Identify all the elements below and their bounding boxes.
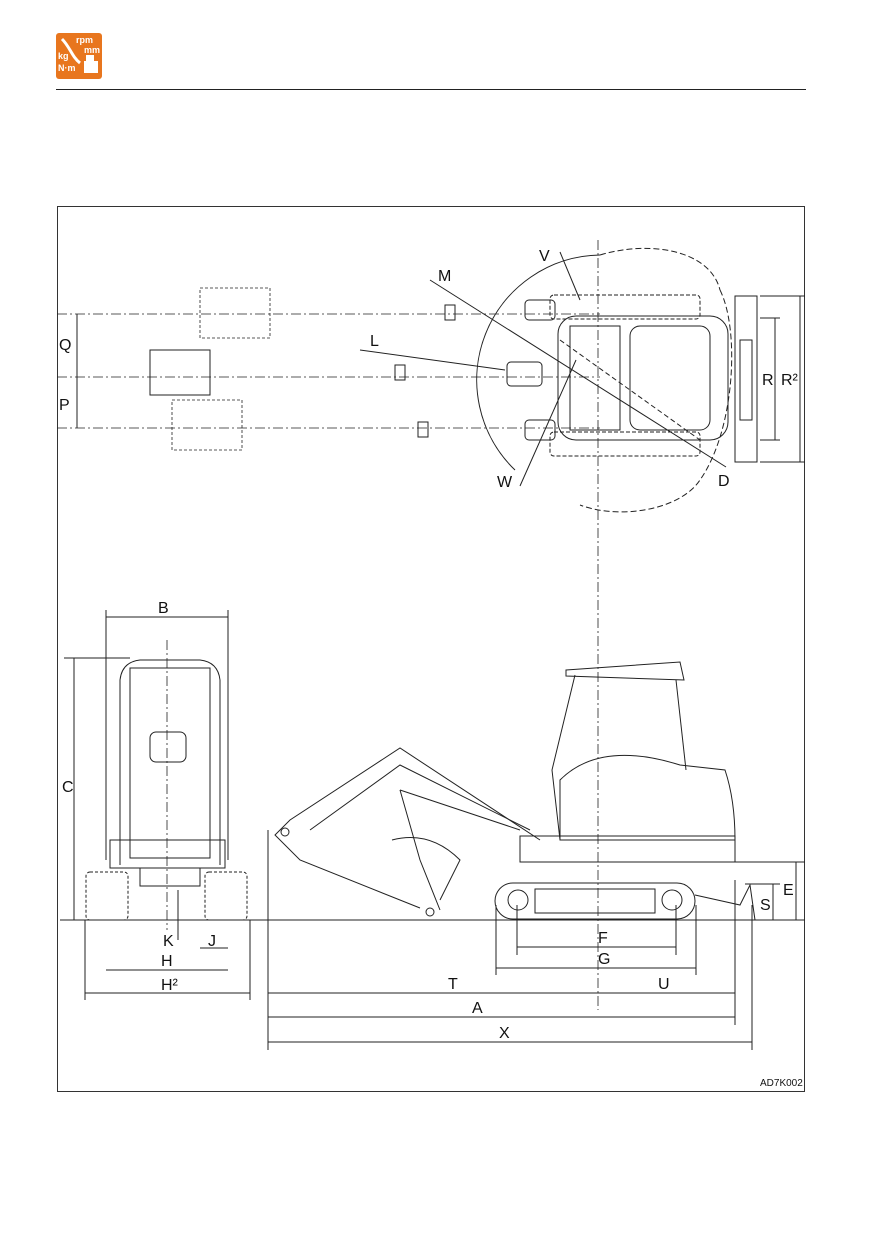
label-d: D: [718, 473, 730, 490]
label-v: V: [539, 248, 550, 265]
label-h: H: [161, 953, 173, 970]
front-view: [64, 610, 250, 1000]
label-f: F: [598, 930, 608, 947]
label-r2: R²: [781, 372, 799, 389]
label-c: C: [62, 779, 74, 796]
label-k: K: [163, 933, 174, 950]
top-view: [57, 240, 805, 1010]
side-view: [268, 662, 805, 1050]
label-r: R: [762, 372, 774, 389]
label-j: J: [208, 933, 216, 950]
label-b: B: [158, 600, 169, 617]
label-e: E: [783, 882, 794, 899]
label-q: Q: [59, 337, 71, 354]
label-m: M: [438, 268, 451, 285]
label-u: U: [658, 976, 670, 993]
label-g: G: [598, 951, 610, 968]
label-a: A: [472, 1000, 483, 1017]
label-x: X: [499, 1025, 510, 1042]
label-s: S: [760, 897, 771, 914]
label-l: L: [370, 333, 379, 350]
label-t: T: [448, 976, 458, 993]
label-p: P: [59, 397, 70, 414]
label-w: W: [497, 474, 513, 491]
label-h2: H²: [161, 977, 179, 994]
figure-code: AD7K002: [760, 1078, 803, 1089]
